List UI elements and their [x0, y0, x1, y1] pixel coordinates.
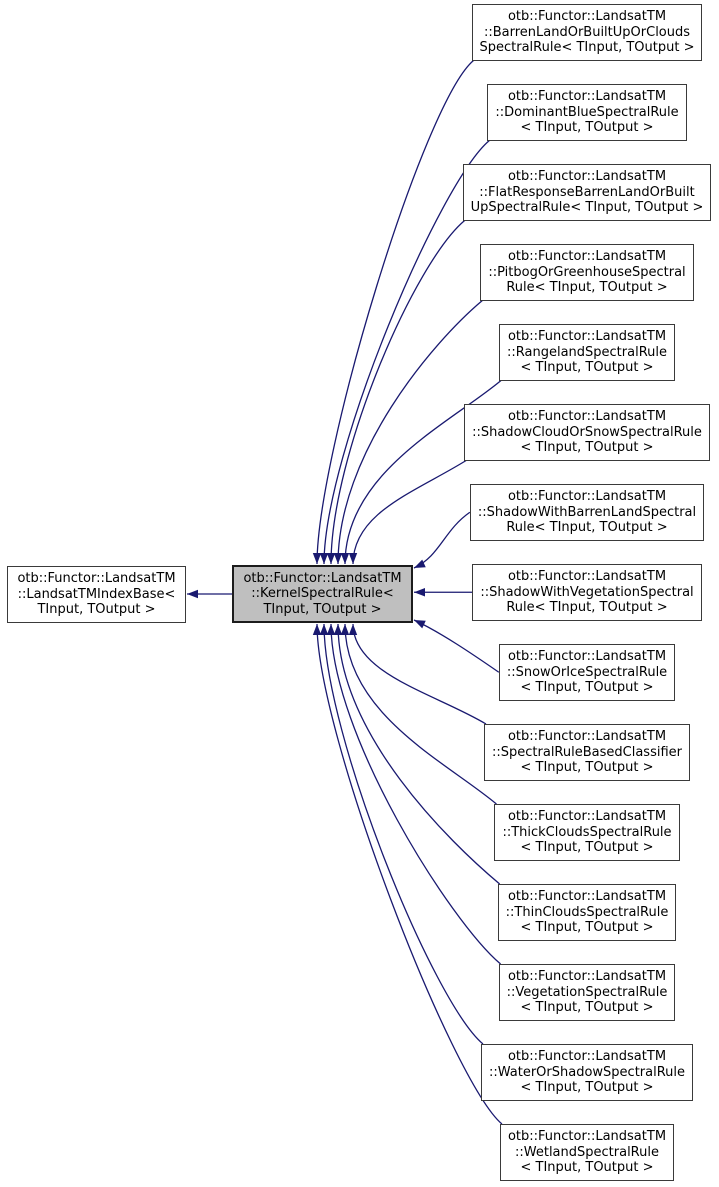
edge-path [323, 623, 484, 1045]
arrow-head-icon [414, 620, 426, 629]
edge-path [330, 220, 466, 565]
node-water-or-shadow-spectral-rule[interactable]: otb::Functor::LandsatTM ::WaterOrShadowS… [480, 1044, 694, 1101]
derived-row: otb::Functor::LandsatTM ::RangelandSpect… [455, 324, 719, 381]
node-wetland-spectral-rule[interactable]: otb::Functor::LandsatTM ::WetlandSpectra… [499, 1124, 675, 1181]
arrow-head-icon [348, 553, 358, 564]
arrow-head-icon [414, 559, 426, 568]
node-vegetation-spectral-rule[interactable]: otb::Functor::LandsatTM ::VegetationSpec… [498, 964, 676, 1021]
node-shadow-cloud-or-snow-spectral-rule[interactable]: otb::Functor::LandsatTM ::ShadowCloudOrS… [464, 404, 710, 461]
derived-row: otb::Functor::LandsatTM ::DominantBlueSp… [455, 84, 719, 141]
derived-row: otb::Functor::LandsatTM ::ShadowWithVege… [455, 564, 719, 621]
node-spectral-rule-based-classifier[interactable]: otb::Functor::LandsatTM ::SpectralRuleBa… [484, 724, 690, 781]
node-thick-clouds-spectral-rule[interactable]: otb::Functor::LandsatTM ::ThickCloudsSpe… [494, 804, 680, 861]
node-landsat-tm-index-base[interactable]: otb::Functor::LandsatTM ::LandsatTMIndex… [7, 566, 186, 623]
node-shadow-with-barren-land-spectral-rule[interactable]: otb::Functor::LandsatTM ::ShadowWithBarr… [469, 484, 705, 541]
arrow-head-icon [326, 624, 336, 635]
derived-row: otb::Functor::LandsatTM ::ThinCloudsSpec… [455, 884, 719, 941]
derived-row: otb::Functor::LandsatTM ::ThickCloudsSpe… [455, 804, 719, 861]
arrow-head-icon [333, 553, 343, 564]
derived-row: otb::Functor::LandsatTM ::ShadowCloudOrS… [455, 404, 719, 461]
arrow-head-icon [326, 553, 336, 564]
node-thin-clouds-spectral-rule[interactable]: otb::Functor::LandsatTM ::ThinCloudsSpec… [497, 884, 677, 941]
arrow-head-icon [340, 553, 350, 564]
edge-path [352, 459, 467, 565]
derived-row: otb::Functor::LandsatTM ::WetlandSpectra… [455, 1124, 719, 1181]
arrow-head-icon [348, 624, 358, 635]
derived-row: otb::Functor::LandsatTM ::VegetationSpec… [455, 964, 719, 1021]
node-shadow-with-vegetation-spectral-rule[interactable]: otb::Functor::LandsatTM ::ShadowWithVege… [472, 564, 702, 621]
derived-row: otb::Functor::LandsatTM ::SnowOrIceSpect… [455, 644, 719, 701]
arrow-head-icon [312, 624, 322, 635]
node-barren-land-or-built-up-or-clouds-spectral-rule[interactable]: otb::Functor::LandsatTM ::BarrenLandOrBu… [471, 4, 703, 61]
arrow-head-icon [333, 624, 343, 635]
edge-path [337, 623, 501, 885]
arrow-head-icon [187, 589, 198, 599]
node-snow-or-ice-spectral-rule[interactable]: otb::Functor::LandsatTM ::SnowOrIceSpect… [498, 644, 676, 701]
node-dominant-blue-spectral-rule[interactable]: otb::Functor::LandsatTM ::DominantBlueSp… [487, 84, 687, 141]
arrow-head-icon [319, 624, 329, 635]
edge-path [316, 623, 503, 1125]
edge-path [352, 623, 487, 725]
arrow-head-icon [340, 624, 350, 635]
derived-row: otb::Functor::LandsatTM ::WaterOrShadowS… [455, 1044, 719, 1101]
node-rangeland-spectral-rule[interactable]: otb::Functor::LandsatTM ::RangelandSpect… [499, 324, 675, 381]
edge-path [337, 300, 483, 565]
arrow-head-icon [319, 553, 329, 564]
edge-path [344, 623, 497, 805]
derived-row: otb::Functor::LandsatTM ::ShadowWithBarr… [455, 484, 719, 541]
derived-row: otb::Functor::LandsatTM ::SpectralRuleBa… [455, 724, 719, 781]
derived-row: otb::Functor::LandsatTM ::PitbogOrGreenh… [455, 244, 719, 301]
edge-path [316, 60, 474, 565]
node-flat-response-barren-land-or-built-up-spectral-rule[interactable]: otb::Functor::LandsatTM ::FlatResponseBa… [462, 164, 712, 221]
node-kernel-spectral-rule: otb::Functor::LandsatTM ::KernelSpectral… [232, 565, 413, 623]
derived-row: otb::Functor::LandsatTM ::BarrenLandOrBu… [455, 4, 719, 61]
arrow-head-icon [414, 588, 425, 597]
edge-path [330, 623, 501, 965]
arrow-head-icon [312, 553, 322, 564]
edge-path [344, 380, 502, 565]
node-pitbog-or-greenhouse-spectral-rule[interactable]: otb::Functor::LandsatTM ::PitbogOrGreenh… [480, 244, 694, 301]
derived-row: otb::Functor::LandsatTM ::FlatResponseBa… [455, 164, 719, 221]
